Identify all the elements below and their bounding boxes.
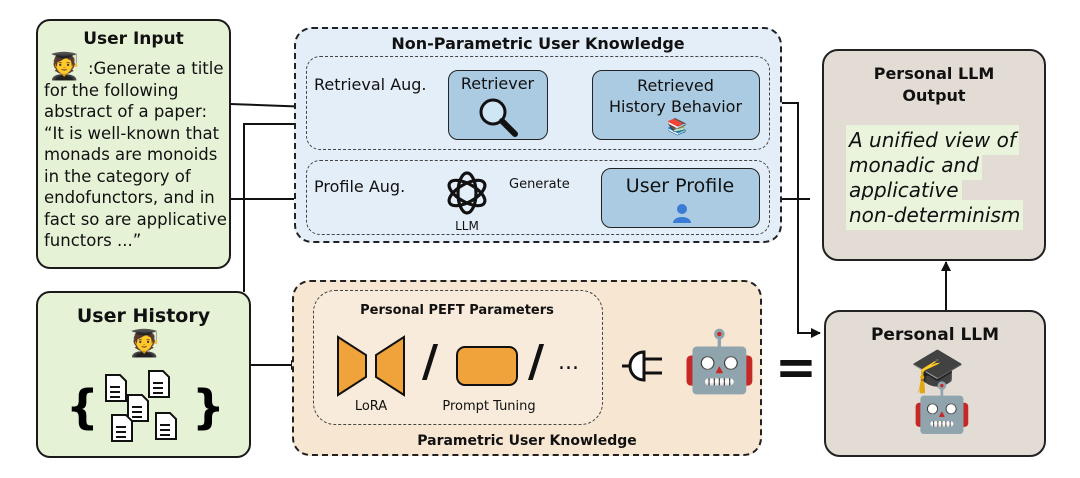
slash-separator: / [528, 336, 545, 387]
personal-llm-box: Personal LLM 🎓 🤖 [824, 310, 1046, 457]
plug-icon [622, 350, 662, 382]
output-line: non-determinism [846, 200, 1024, 230]
retriever-box: Retriever [448, 70, 548, 140]
document-icon [155, 412, 177, 440]
user-input-line: for the following [44, 80, 179, 100]
books-icon: 📚 [667, 117, 687, 136]
user-input-line: :Generate a title [88, 59, 224, 78]
user-input-title: User Input [83, 29, 184, 49]
student-emoji: 🧑‍🎓 [128, 329, 161, 359]
retrieved-line1: Retrieved [637, 76, 714, 95]
svg-text:{: { [66, 380, 99, 434]
prompt-tuning-icon [456, 346, 518, 386]
graduation-cap-icon: 🎓 [910, 345, 965, 396]
document-icon [127, 394, 149, 422]
personal-llm-title: Personal LLM [870, 325, 1000, 345]
robot-emoji: 🤖 [682, 327, 757, 397]
lora-label: LoRA [354, 399, 388, 414]
user-input-line: endofunctors, and in [44, 188, 215, 207]
robot-emoji: 🤖 [912, 380, 972, 436]
user-silhouette-icon [673, 204, 691, 223]
lora-icon [337, 335, 405, 397]
user-input-line: monads are monoids [44, 145, 218, 164]
document-icon [148, 370, 170, 398]
retrieval-aug-panel [306, 56, 770, 150]
openai-logo [447, 171, 487, 215]
user-input-text: :Generate a title for the following abst… [44, 58, 232, 268]
personal-llm-output-box: Personal LLM Output A unified view of mo… [822, 49, 1046, 261]
equals-sign: = [775, 338, 817, 396]
document-icon [105, 374, 127, 402]
output-text: A unified view of monadic and applicativ… [846, 125, 1036, 250]
output-title-line1: Personal LLM [873, 64, 995, 83]
retrieval-aug-label: Retrieval Aug. [314, 75, 427, 94]
user-input-box: User Input 🧑‍🎓 :Generate a title for the… [36, 19, 231, 269]
user-input-line: functors ...” [44, 231, 142, 250]
llm-label: LLM [455, 219, 479, 233]
user-input-line: fact so are applicative [44, 209, 227, 229]
ellipsis: ... [558, 350, 579, 375]
document-set-icon: { } [66, 370, 224, 442]
profile-aug-label: Profile Aug. [314, 177, 406, 196]
non-parametric-title: Non-Parametric User Knowledge [391, 34, 685, 53]
graduate-robot-emoji: 🎓 🤖 [908, 345, 972, 454]
retrieved-history-box: Retrieved History Behavior 📚 [592, 70, 760, 140]
user-input-line: in the category of [44, 166, 191, 186]
prompt-tuning-label: Prompt Tuning [442, 399, 536, 414]
user-history-box: User History 🧑‍🎓 { } [36, 291, 251, 458]
parametric-title: Parametric User Knowledge [417, 433, 637, 449]
user-history-title: User History [76, 305, 211, 327]
student-emoji: 🧑‍🎓 [48, 52, 81, 82]
user-input-line: “It is well-known that [44, 123, 220, 143]
slash-separator: / [422, 336, 439, 387]
peft-title: Personal PEFT Parameters [360, 303, 554, 318]
document-icon [111, 414, 133, 442]
user-profile-label: User Profile [625, 175, 735, 197]
output-title-line2: Output [902, 86, 966, 105]
user-profile-box: User Profile [601, 168, 760, 228]
retrieved-line2: History Behavior [608, 97, 743, 116]
retriever-label: Retriever [460, 74, 535, 93]
user-input-line: abstract of a paper: [44, 102, 208, 121]
svg-text:}: } [192, 380, 224, 434]
magnifier-icon [479, 98, 518, 137]
profile-aug-panel [306, 160, 770, 235]
generate-label: Generate [509, 177, 570, 192]
